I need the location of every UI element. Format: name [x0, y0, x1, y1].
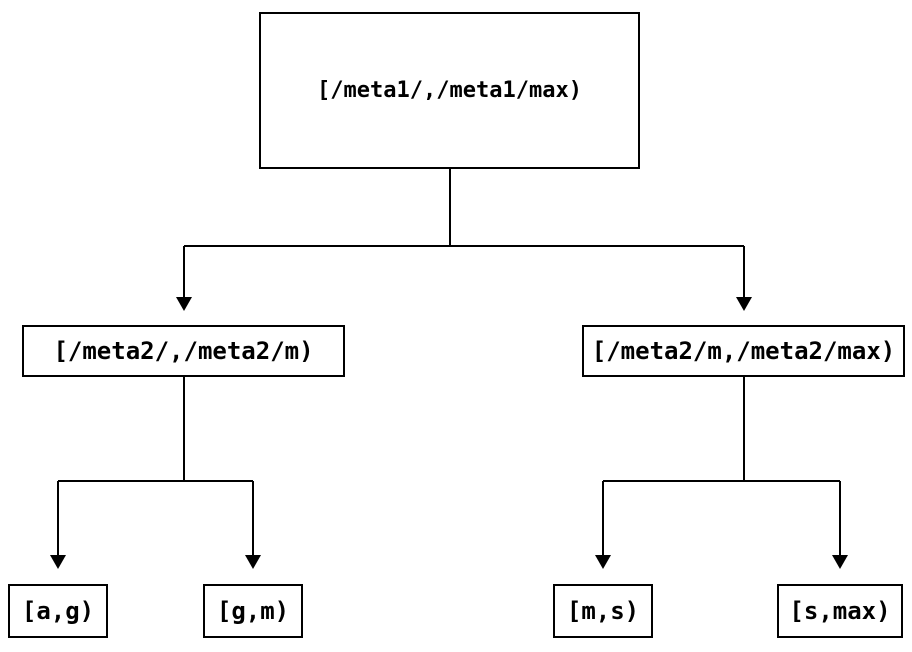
arrowhead-icon	[595, 555, 611, 569]
tree-leaf-ms-label: [m,s)	[566, 597, 640, 625]
tree-leaf-gm-label: [g,m)	[216, 597, 290, 625]
arrowhead-icon	[245, 555, 261, 569]
tree-leaf-ag: [a,g)	[8, 584, 108, 638]
tree-leaf-gm: [g,m)	[203, 584, 303, 638]
tree-node-meta2-low-label: [/meta2/,/meta2/m)	[53, 337, 314, 365]
tree-leaf-ag-label: [a,g)	[21, 597, 95, 625]
arrowhead-icon	[50, 555, 66, 569]
tree-node-root: [/meta1/,/meta1/max)	[259, 12, 640, 169]
connector-root-children	[183, 169, 745, 297]
connector-left-children	[57, 377, 254, 555]
tree-leaf-smax-label: [s,max)	[789, 597, 891, 625]
tree-node-meta2-low: [/meta2/,/meta2/m)	[22, 325, 345, 377]
tree-node-meta2-high-label: [/meta2/m,/meta2/max)	[591, 337, 896, 365]
tree-leaf-ms: [m,s)	[553, 584, 653, 638]
tree-leaf-smax: [s,max)	[777, 584, 903, 638]
tree-node-root-label: [/meta1/,/meta1/max)	[317, 78, 582, 103]
arrowhead-icon	[832, 555, 848, 569]
tree-node-meta2-high: [/meta2/m,/meta2/max)	[582, 325, 905, 377]
arrowhead-icon	[176, 297, 192, 311]
connector-right-children	[602, 377, 841, 555]
arrowhead-icon	[736, 297, 752, 311]
